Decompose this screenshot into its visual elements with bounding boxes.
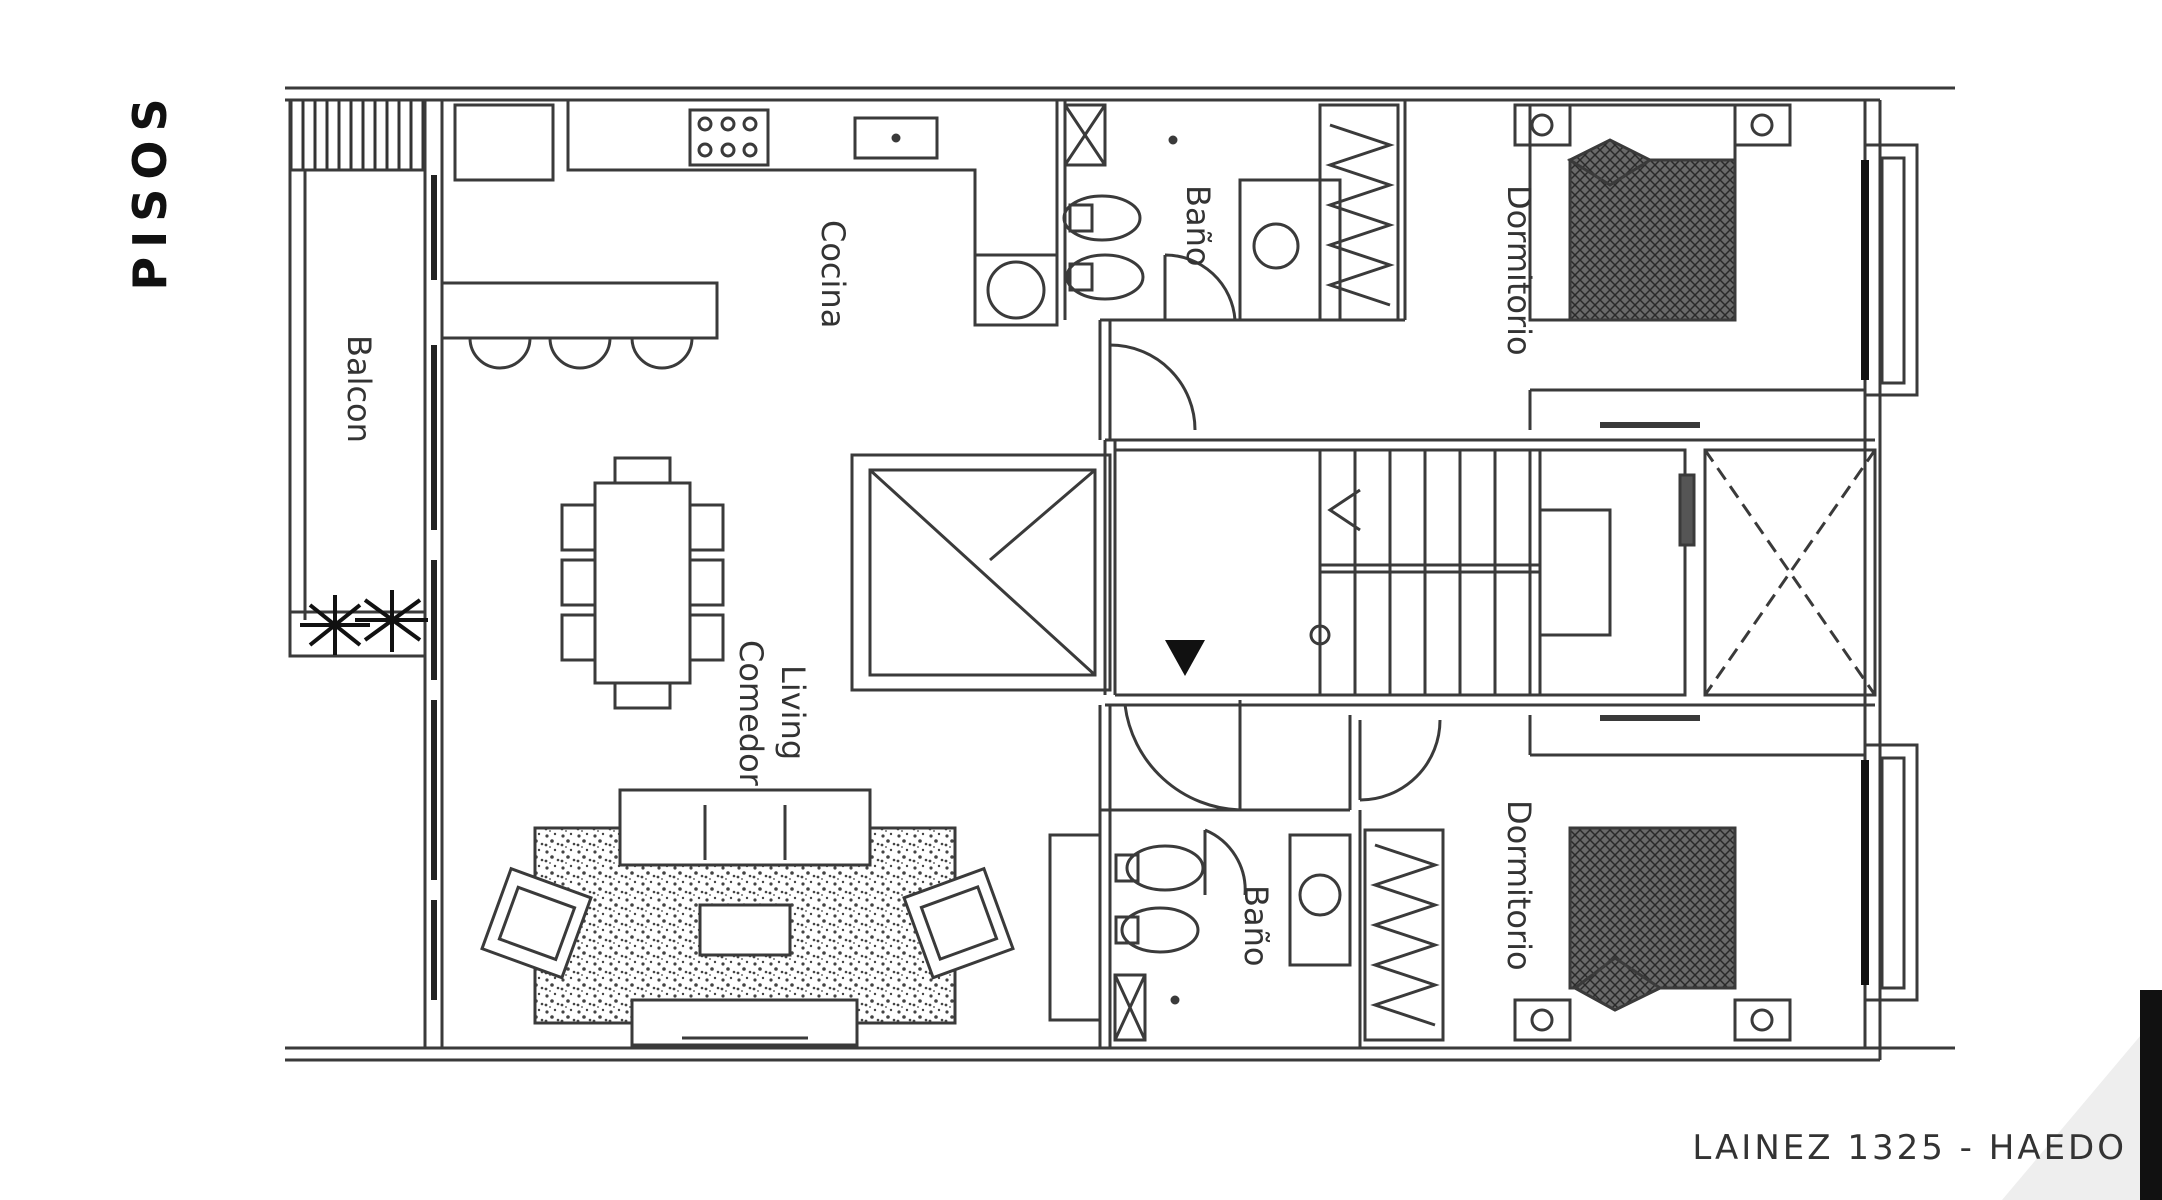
label-dormitorio-top: Dormitorio	[1500, 185, 1538, 356]
label-balcon: Balcon	[340, 335, 378, 443]
top-bedroom-bed	[1513, 103, 1792, 322]
doors	[1108, 253, 1442, 896]
dining-table	[560, 456, 725, 710]
bottom-bedroom-window	[1861, 743, 1919, 1002]
living-furniture	[480, 788, 1015, 1047]
label-dormitorio-bottom: Dormitorio	[1500, 800, 1538, 971]
bottom-bathroom	[1048, 833, 1352, 1042]
top-bedroom-window	[1861, 143, 1919, 397]
balcony	[288, 98, 427, 658]
elevator-shaft	[850, 453, 1112, 692]
staircase	[1309, 448, 1696, 697]
wardrobe-bottom	[1363, 828, 1445, 1042]
label-comedor: Comedor	[732, 640, 770, 787]
bottom-bedroom-bed	[1513, 826, 1792, 1042]
address-text: LAINEZ 1325 - HAEDO	[1692, 1128, 2127, 1168]
plant-icon	[300, 590, 428, 655]
label-bano-top: Baño	[1179, 185, 1217, 266]
label-living: Living	[774, 665, 812, 760]
label-bano-bottom: Baño	[1237, 885, 1275, 966]
wardrobe-top	[1318, 103, 1400, 322]
light-well	[1703, 448, 1877, 697]
corner-decoration	[2002, 990, 2162, 1200]
kitchen-counter	[453, 100, 1059, 327]
breakfast-bar	[440, 281, 719, 370]
room-labels: Balcon Cocina Living Comedor Baño Baño D…	[340, 185, 1538, 971]
label-cocina: Cocina	[814, 220, 852, 328]
top-bathroom	[1062, 103, 1342, 322]
